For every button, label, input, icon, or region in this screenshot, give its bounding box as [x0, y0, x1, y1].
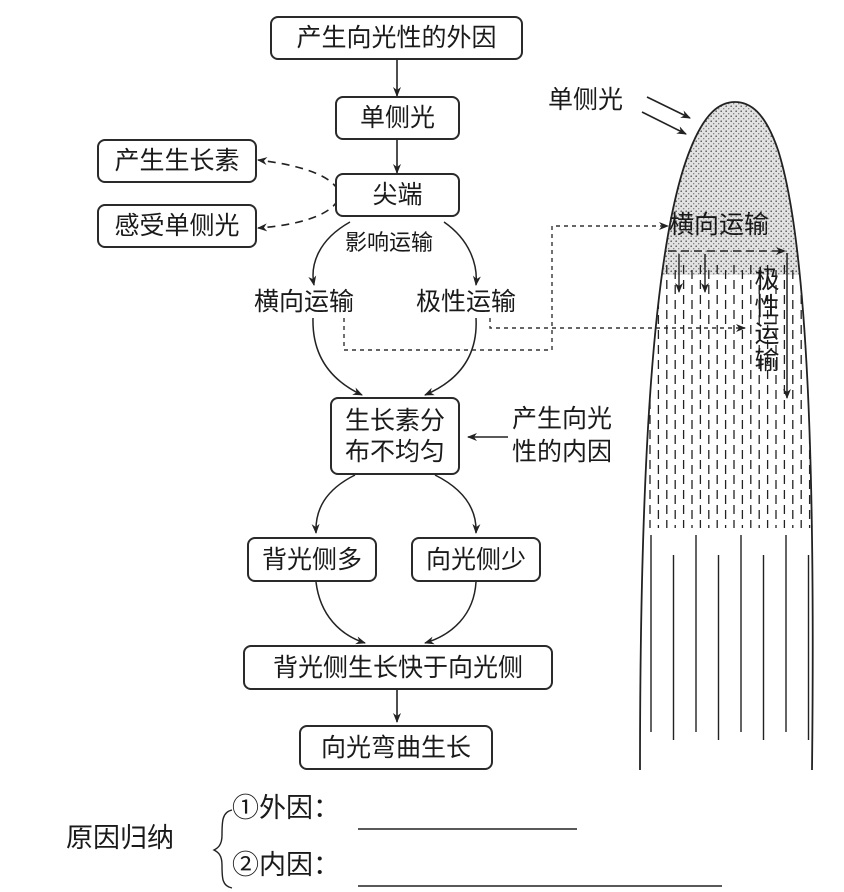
- arrow-auxin-to-shade-side: [311, 474, 356, 534]
- arrow-tip-to-produce-auxin: [257, 157, 339, 191]
- unilateral-light-box: 单侧光: [335, 96, 460, 140]
- internal-cause-label: 产生向光 性的内因: [512, 403, 612, 468]
- arrow-shade-to-growth: [315, 581, 366, 645]
- summary-title: 原因归纳: [66, 823, 174, 854]
- arrow-light-to-growth: [424, 581, 477, 645]
- shade-side-more-box: 背光侧多: [247, 537, 377, 582]
- summary-item-internal: ②内因：: [232, 850, 340, 881]
- plant-outline: [639, 101, 814, 771]
- light-side-less-box: 向光侧少: [411, 537, 541, 582]
- plant-light-label: 单侧光: [548, 85, 624, 114]
- summary-item-external: ①外因：: [232, 793, 340, 824]
- polar-transport-label: 极性运输: [416, 287, 517, 316]
- external-cause-box: 产生向光性的外因: [270, 16, 523, 60]
- arrow-lateral-to-auxin: [312, 317, 363, 396]
- phototropism-box: 向光弯曲生长: [299, 725, 493, 770]
- plant-tip-shading: [640, 102, 813, 275]
- growth-faster-box: 背光侧生长快于向光侧: [243, 645, 553, 690]
- lateral-transport-label: 横向运输: [254, 287, 355, 316]
- plant-polar-label: 极性运输: [751, 266, 780, 374]
- arrow-tip-to-lateral: [308, 221, 351, 286]
- arrow-polar-to-auxin: [424, 317, 477, 396]
- auxin-uneven-box: 生长素分 布不均匀: [330, 397, 460, 475]
- auxin-uneven-line2: 布不均匀: [344, 437, 445, 466]
- light-arrow-2: [641, 111, 687, 135]
- arrow-tip-to-polar: [443, 221, 481, 286]
- summary-brace: [212, 809, 233, 889]
- produce-auxin-box: 产生生长素: [97, 139, 257, 183]
- light-arrow-1: [646, 96, 691, 119]
- connector-polar-to-plant: [489, 318, 746, 332]
- affect-transport-label: 影响运输: [345, 231, 434, 256]
- arrow-auxin-to-light-side: [434, 474, 481, 534]
- plant-lateral-label: 横向运输: [669, 210, 770, 239]
- connector-lateral-to-plant: [343, 222, 669, 351]
- tip-box: 尖端: [335, 173, 460, 217]
- sense-light-box: 感受单侧光: [97, 204, 257, 248]
- arrow-tip-to-sense-light: [257, 199, 339, 232]
- internal-cause-line2: 性的内因: [512, 436, 613, 466]
- internal-cause-line1: 产生向光: [512, 404, 613, 433]
- plant-tip-diagram: [640, 102, 813, 740]
- auxin-uneven-line1: 生长素分: [344, 405, 445, 435]
